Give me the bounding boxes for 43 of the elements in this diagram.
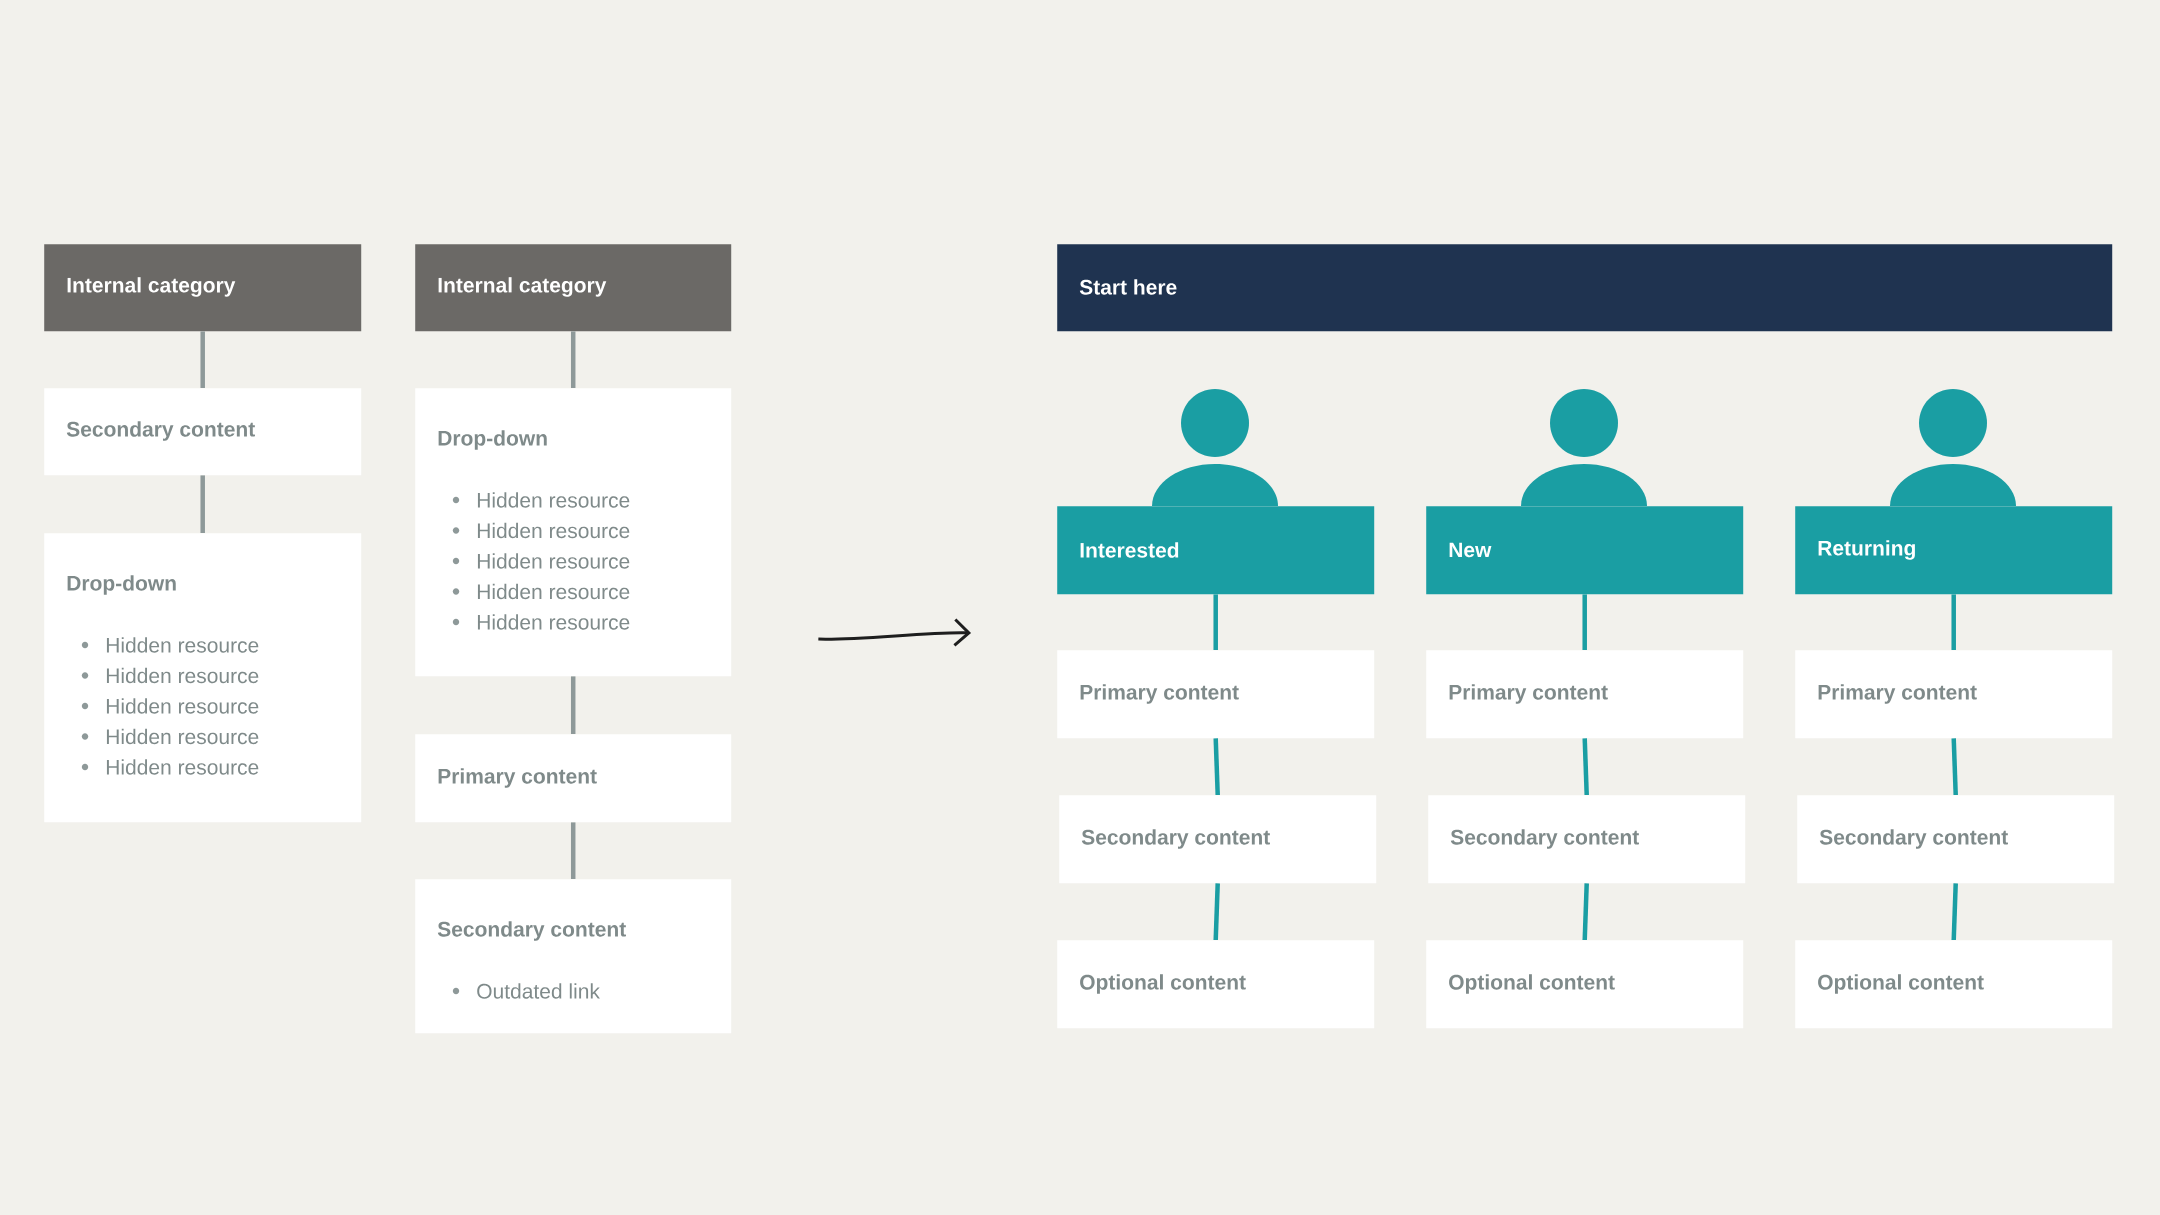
connector-line bbox=[200, 331, 205, 388]
connector-line bbox=[1213, 738, 1220, 796]
list-item: Hidden resource bbox=[81, 698, 259, 714]
content-box: Optional content bbox=[1795, 940, 2113, 1029]
connector-line bbox=[1582, 738, 1589, 796]
box-heading: Drop-down bbox=[67, 575, 176, 595]
list-item: Hidden resource bbox=[452, 614, 630, 630]
content-box: Secondary content bbox=[44, 388, 362, 476]
connector-line bbox=[1213, 883, 1220, 941]
content-box: Secondary content bbox=[1797, 795, 2115, 884]
list-item: Hidden resource bbox=[452, 492, 630, 508]
content-box: Secondary content bbox=[1428, 795, 1746, 884]
box-heading: Drop-down bbox=[438, 430, 547, 450]
list-item: Hidden resource bbox=[81, 667, 259, 684]
list-item: Hidden resource bbox=[452, 522, 630, 539]
list-item: Hidden resource bbox=[81, 637, 259, 653]
start-banner: Start here bbox=[1057, 244, 2113, 332]
connector-line bbox=[570, 676, 576, 734]
connector-line bbox=[570, 331, 576, 388]
connector-line bbox=[570, 822, 576, 879]
connector-line bbox=[1582, 594, 1587, 650]
list-item: Outdated link bbox=[452, 983, 600, 999]
content-box: Primary content bbox=[1057, 650, 1375, 739]
category-header: Internal category bbox=[415, 244, 732, 332]
connector-line bbox=[200, 475, 205, 533]
content-box: Secondary content bbox=[1059, 795, 1377, 884]
list-item: Hidden resource bbox=[81, 759, 259, 775]
box-heading: Secondary content bbox=[437, 921, 626, 941]
connector-line bbox=[1951, 883, 1958, 941]
content-box: Primary content bbox=[1795, 650, 2113, 739]
content-box: Optional content bbox=[1426, 940, 1744, 1029]
list-item: Hidden resource bbox=[452, 553, 630, 569]
connector-line bbox=[1951, 594, 1956, 650]
connector-line bbox=[1582, 883, 1589, 941]
connector-line bbox=[1951, 738, 1958, 796]
arrow bbox=[818, 618, 972, 647]
category-header: Internal category bbox=[44, 244, 362, 332]
content-box: Optional content bbox=[1057, 940, 1375, 1029]
content-box: Primary content bbox=[1426, 650, 1744, 739]
list-item: Hidden resource bbox=[81, 728, 259, 745]
connector-line bbox=[1213, 594, 1218, 650]
list-item: Hidden resource bbox=[452, 583, 630, 600]
content-box: Primary content bbox=[415, 734, 732, 823]
